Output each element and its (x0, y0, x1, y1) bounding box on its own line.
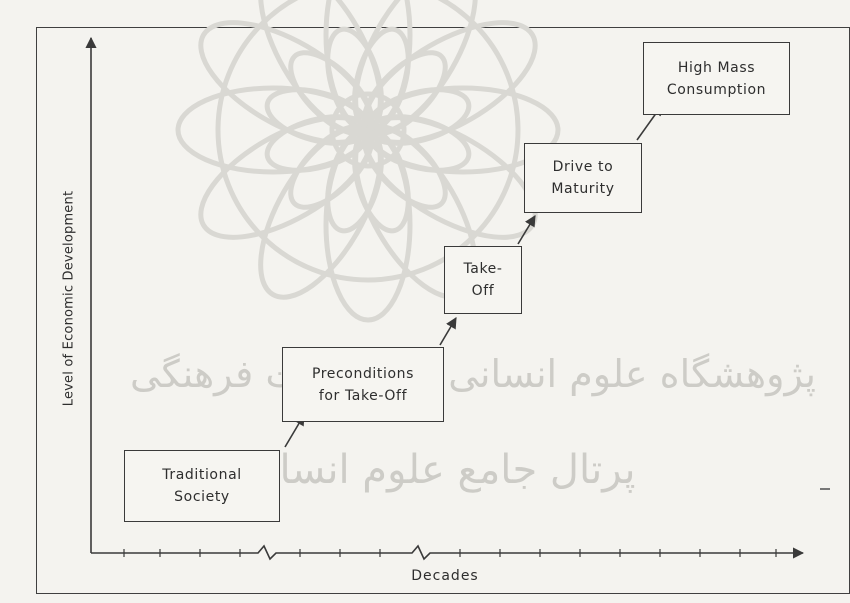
connector-arrow-2 (439, 317, 457, 346)
x-axis-ticks (123, 549, 777, 557)
stage-box-high-mass-consumption: High Mass Consumption (643, 42, 790, 115)
y-axis-label: Level of Economic Development (61, 190, 77, 407)
edge-mark (820, 488, 830, 490)
stage-box-take-off: Take- Off (444, 246, 522, 314)
stage-box-traditional-society: Traditional Society (124, 450, 280, 522)
watermark-text-line-2: پرتال جامع علوم انسانی (235, 447, 636, 493)
rosette-petal-inner (325, 26, 384, 133)
rosette-outer-ring (215, 0, 521, 283)
watermark-text-line-1: پژوهشگاه علوم انسانی و مطالعات فرهنگی (130, 352, 816, 396)
connector-arrow-3 (517, 215, 536, 245)
stage-box-preconditions-for-take-off: Preconditions for Take-Off (282, 347, 444, 422)
stage-box-drive-to-maturity: Drive to Maturity (524, 143, 642, 213)
x-axis (91, 544, 805, 561)
x-axis-label: Decades (411, 568, 479, 584)
rosette-core-ring (329, 91, 407, 169)
